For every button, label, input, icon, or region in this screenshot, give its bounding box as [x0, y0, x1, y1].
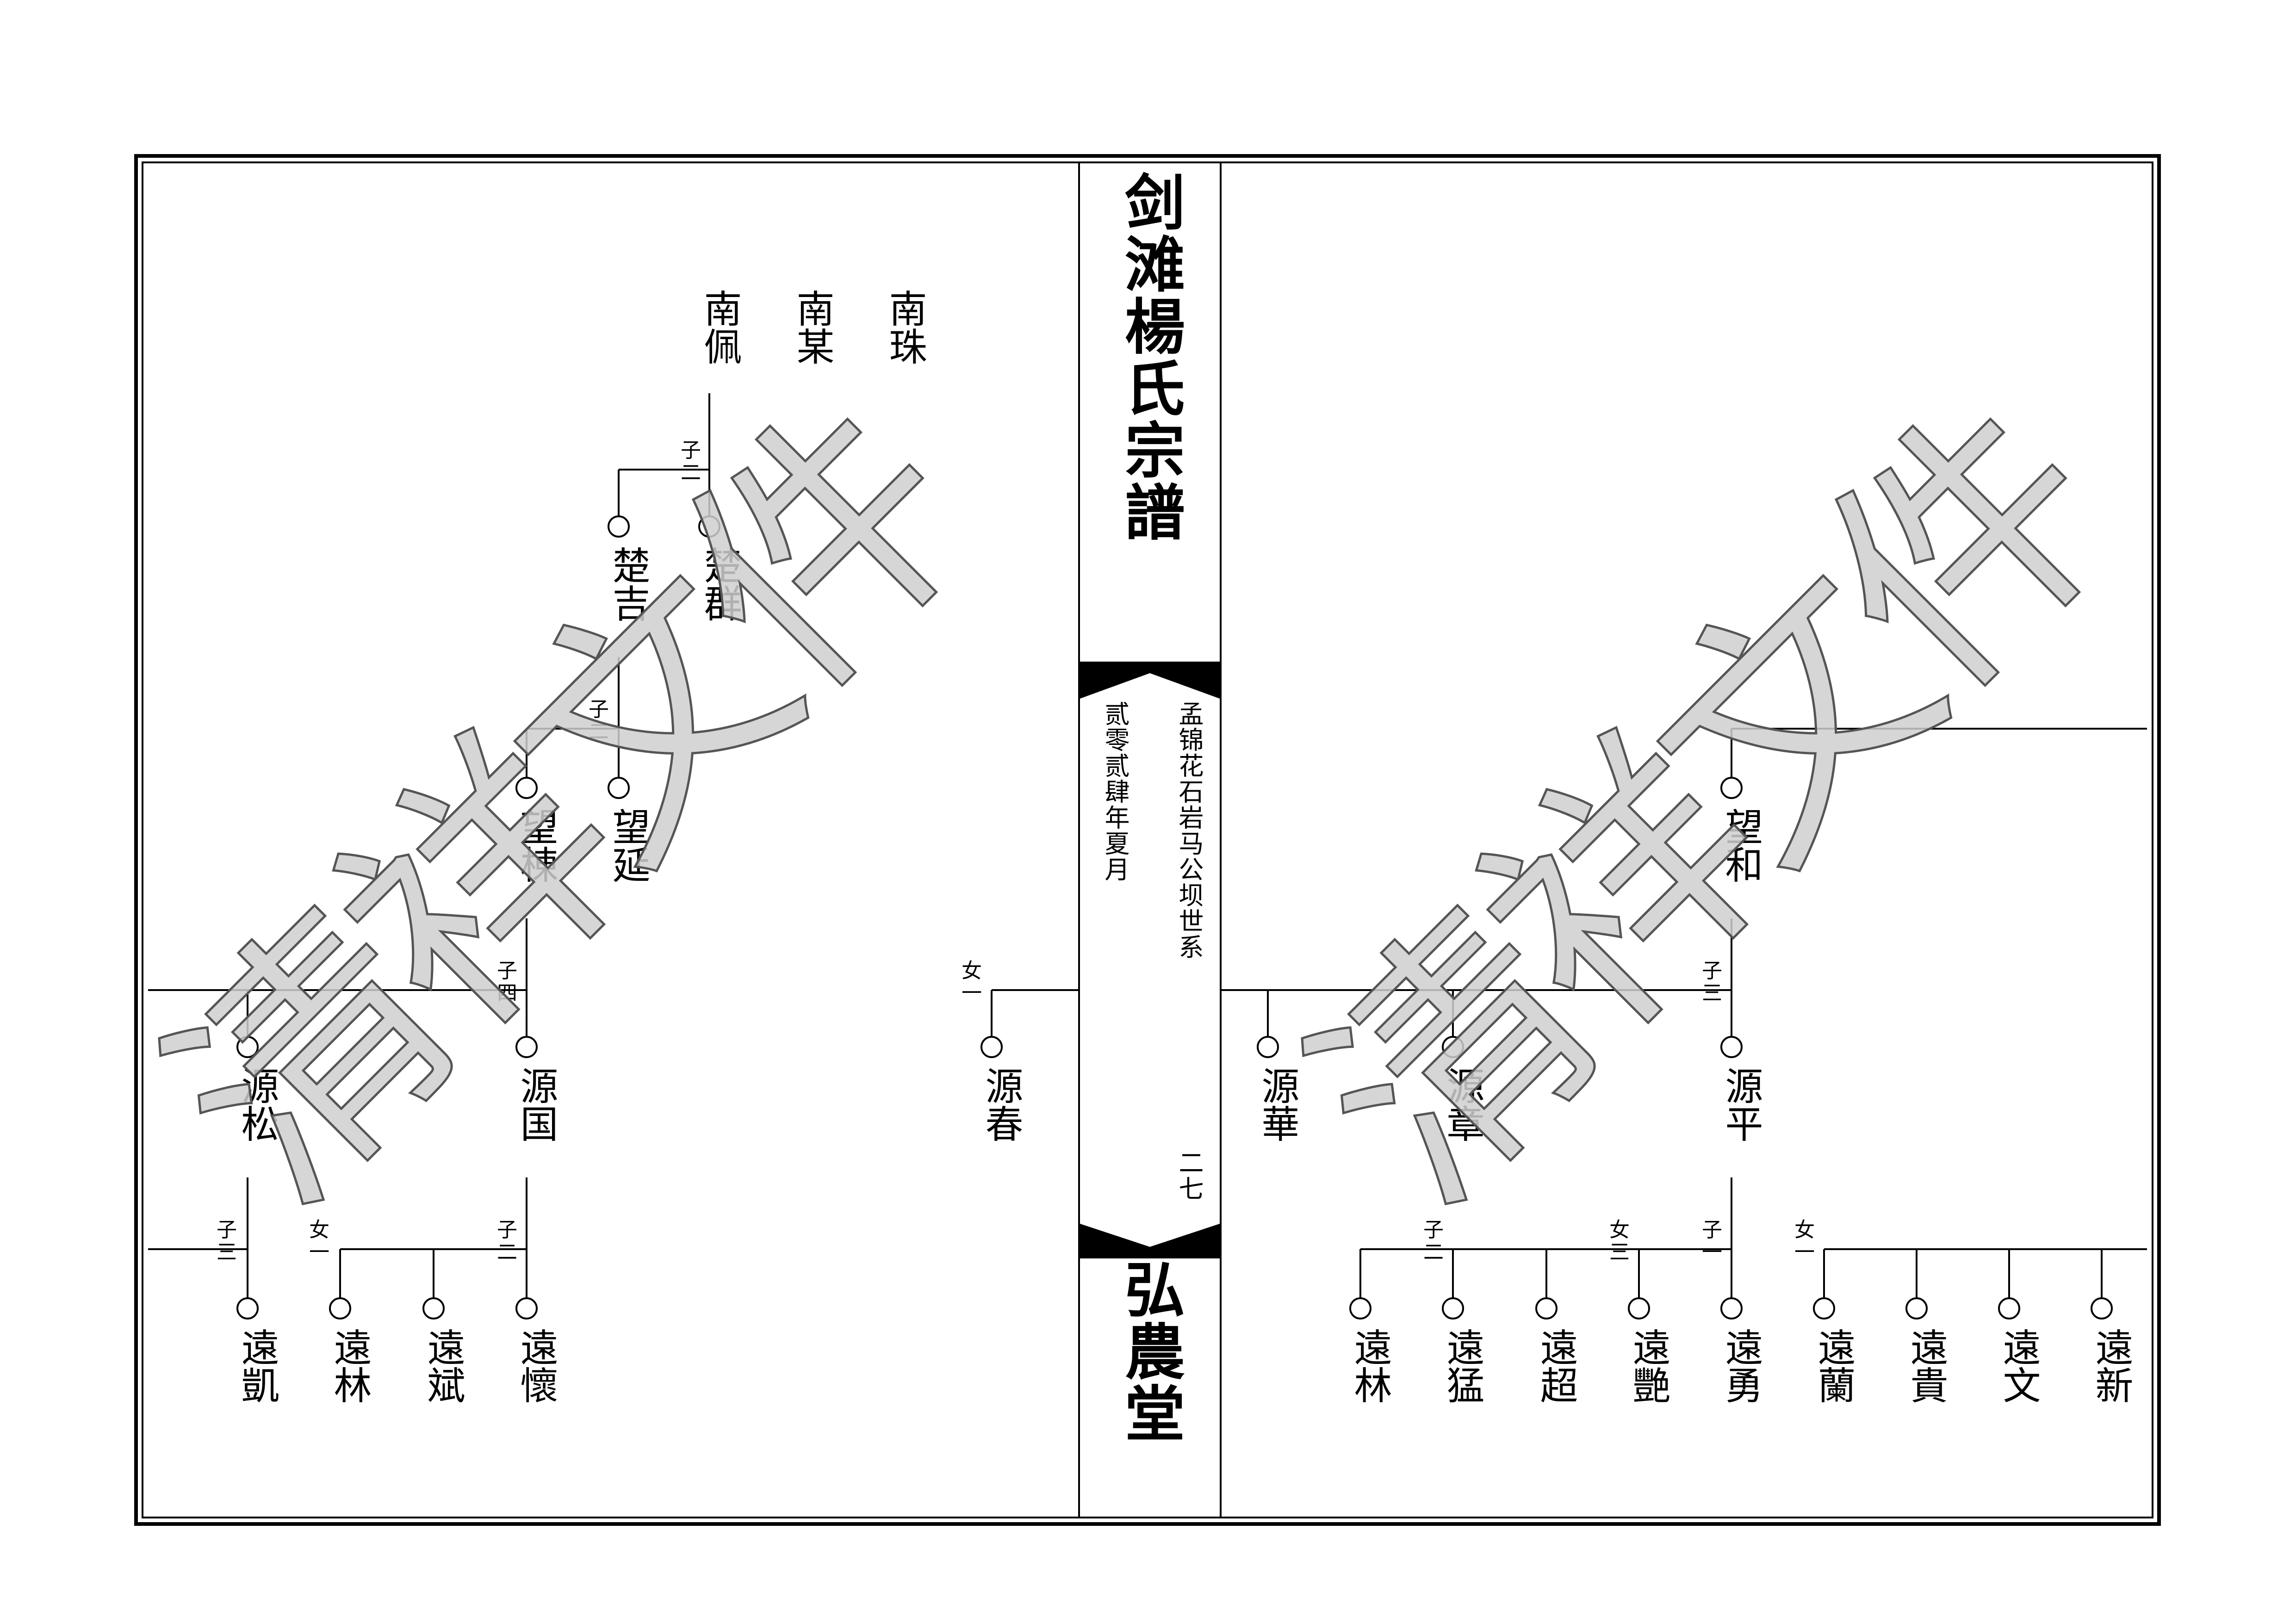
page-outer-frame [134, 154, 2161, 1526]
person-name: 遠文 [1996, 1328, 2040, 1404]
offspring-count-label: 子四 [497, 959, 517, 1005]
person-name: 源華 [1255, 1066, 1299, 1142]
offspring-count-label: 子一 [1702, 1218, 1722, 1264]
person-name: 南佩 [697, 289, 741, 365]
person-name: 遠貴 [1904, 1328, 1948, 1404]
offspring-count-label: 子二 [681, 439, 701, 484]
offspring-count-label: 女一 [309, 1218, 329, 1264]
person-name: 源松 [235, 1066, 279, 1142]
person-name: 楚吉 [606, 546, 650, 622]
person-name: 遠艷 [1626, 1328, 1670, 1404]
person-name: 南某 [790, 289, 834, 365]
offspring-count-label: 女一 [1794, 1218, 1815, 1264]
person-name: 源章 [1440, 1066, 1484, 1142]
person-name: 望和 [1719, 807, 1762, 883]
hall-name: 弘農堂 [1115, 1258, 1185, 1444]
person-name: 遠林 [1347, 1328, 1391, 1404]
page-inner-frame [142, 161, 2153, 1518]
person-name: 遠蘭 [1811, 1328, 1855, 1404]
svg-text:清祥文件: 清祥文件 [1260, 358, 2159, 1256]
person-name: 遠新 [2089, 1328, 2133, 1404]
person-name: 源国 [514, 1066, 558, 1142]
book-spine [1078, 161, 1222, 1518]
offspring-count-label: 子三 [1702, 959, 1722, 1005]
person-name: 遠斌 [421, 1328, 465, 1404]
offspring-count-label: 子二 [497, 1218, 517, 1264]
compile-date: 贰零贰肆年夏月 [1100, 701, 1129, 882]
person-name: 遠凱 [235, 1328, 279, 1404]
offspring-count-label: 子二 [589, 698, 609, 743]
person-name: 遠勇 [1719, 1328, 1762, 1404]
person-name: 遠超 [1533, 1328, 1577, 1404]
genealogy-title: 剑滩楊氏宗譜 [1115, 171, 1185, 543]
person-name: 南珠 [882, 289, 926, 365]
person-name: 望棟 [514, 807, 558, 883]
person-name: 楚群 [697, 546, 741, 622]
person-name: 遠林 [327, 1328, 371, 1404]
person-name: 望延 [606, 807, 650, 883]
offspring-count-label: 女一 [962, 959, 982, 1005]
person-name: 源春 [979, 1066, 1023, 1142]
person-name: 源平 [1719, 1066, 1762, 1142]
person-name: 遠猛 [1440, 1328, 1484, 1404]
offspring-count-label: 子二 [1423, 1218, 1444, 1264]
branch-lineage: 孟锦花石岩马公坝世系 [1174, 701, 1204, 960]
page-number: 二七 [1174, 1150, 1204, 1202]
offspring-count-label: 女三 [1609, 1218, 1630, 1264]
person-name: 遠懷 [514, 1328, 558, 1404]
offspring-count-label: 子三 [217, 1218, 237, 1264]
